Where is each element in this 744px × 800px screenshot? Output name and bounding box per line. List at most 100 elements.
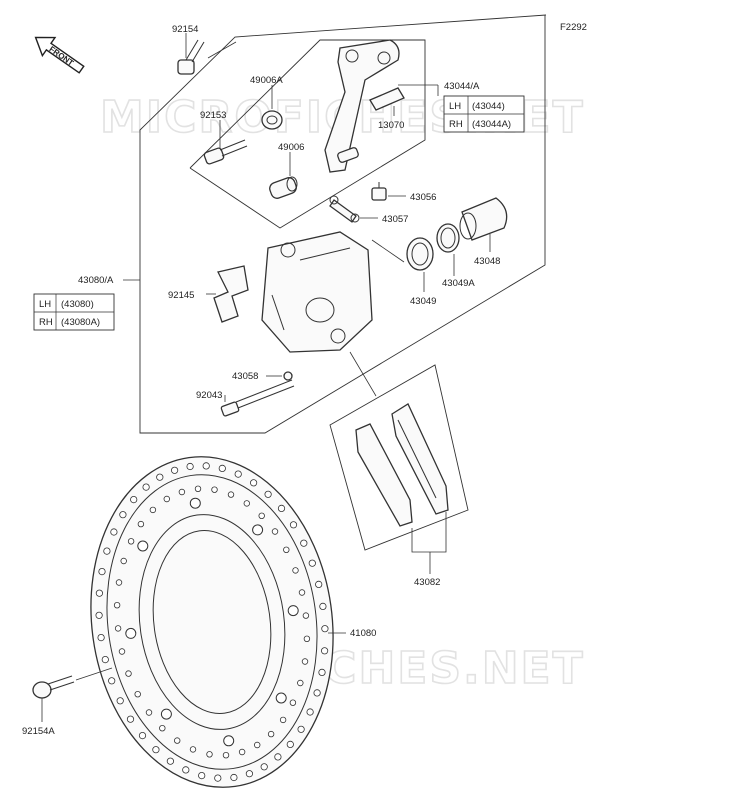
disc-vent-hole xyxy=(271,528,279,535)
disc-vent-hole xyxy=(277,504,286,512)
disc-vent-hole xyxy=(264,490,272,498)
disc-vent-hole xyxy=(115,579,123,586)
disc-mount-hole xyxy=(125,627,137,639)
leader-caliper-seal xyxy=(371,239,405,263)
disc-vent-hole xyxy=(113,602,121,609)
callout-92154: 92154 xyxy=(172,24,198,35)
disc-vent-hole xyxy=(145,709,153,716)
disc-vent-hole xyxy=(300,539,308,547)
disc-vent-hole xyxy=(308,559,316,567)
callout-41080: 41080 xyxy=(350,628,376,639)
disc-vent-hole xyxy=(318,668,326,677)
bushing-49006a-part xyxy=(261,110,283,130)
cap-43058-part xyxy=(283,371,293,381)
bracket-side-table: LH (43044) RH (43044A) xyxy=(443,95,525,133)
disc-vent-hole xyxy=(320,647,329,655)
disc-vent-hole xyxy=(149,506,157,514)
callout-49006a: 49006A xyxy=(250,75,283,86)
bolt-92154-part xyxy=(177,39,205,75)
disc-mount-hole xyxy=(160,708,172,720)
bracket-rh-part: (43044A) xyxy=(472,119,511,130)
disc-vent-hole xyxy=(302,612,310,619)
diagram-code: F2292 xyxy=(560,22,587,33)
disc-vent-hole xyxy=(313,689,321,697)
callout-92145: 92145 xyxy=(168,290,194,301)
seal-43049a-part xyxy=(436,223,460,253)
disc-vent-hole xyxy=(301,658,309,665)
disc-mount-hole xyxy=(223,735,235,747)
disc-vent-hole xyxy=(101,655,109,664)
disc-vent-hole xyxy=(120,557,127,565)
disc-vent-hole xyxy=(289,521,298,529)
disc-vent-hole xyxy=(108,677,116,685)
disc-vent-hole xyxy=(292,567,299,574)
callout-43057: 43057 xyxy=(382,214,408,225)
disc-vent-hole xyxy=(114,625,122,632)
disc-mount-hole xyxy=(252,524,264,536)
disc-vent-hole xyxy=(214,774,222,782)
callout-43082: 43082 xyxy=(414,577,440,588)
disc-vent-hole xyxy=(206,751,213,758)
disc-vent-hole xyxy=(254,741,261,749)
disc-vent-hole xyxy=(194,485,202,492)
disc-vent-hole xyxy=(297,725,305,733)
disc-vent-hole xyxy=(95,589,104,597)
callout-43056: 43056 xyxy=(410,192,436,203)
disc-vent-hole xyxy=(319,602,327,611)
bleeder-43056-part xyxy=(371,182,387,201)
pin-92043-part xyxy=(220,379,295,417)
disc-vent-hole xyxy=(245,770,253,778)
disc-vent-hole xyxy=(142,483,150,491)
plate-13070-part xyxy=(369,87,405,111)
disc-vent-hole xyxy=(250,479,258,487)
spring-92145-part xyxy=(213,265,249,323)
disc-vent-hole xyxy=(321,625,329,633)
disc-vent-hole xyxy=(238,748,246,756)
callout-43044a: 43044/A xyxy=(444,81,480,92)
disc-vent-hole xyxy=(134,691,141,698)
disc-vent-hole xyxy=(306,708,314,716)
disc-vent-hole xyxy=(211,486,218,493)
disc-vent-hole xyxy=(138,731,147,740)
disc-vent-hole xyxy=(103,547,111,555)
callout-43048: 43048 xyxy=(474,256,500,267)
disc-vent-hole xyxy=(274,753,282,761)
disc-vent-hole xyxy=(137,520,145,528)
bracket-group-frame xyxy=(189,39,426,229)
caliper-rh-part: (43080A) xyxy=(61,317,100,328)
caliper-side-table: LH (43080) RH (43080A) xyxy=(33,293,115,331)
disc-vent-hole xyxy=(152,746,160,754)
disc-vent-hole xyxy=(230,773,238,782)
disc-vent-hole xyxy=(202,462,210,470)
bracket-43044-part xyxy=(324,39,400,173)
disc-vent-hole xyxy=(110,528,118,536)
disc-vent-hole xyxy=(118,648,126,655)
disc-vent-hole xyxy=(303,635,311,642)
brake-pads-43082-part xyxy=(355,403,449,527)
disc-vent-hole xyxy=(119,511,127,519)
disc-vent-hole xyxy=(227,491,235,498)
callout-92043: 92043 xyxy=(196,390,222,401)
caliper-43080-part xyxy=(261,231,373,353)
front-direction-icon: FRONT xyxy=(34,36,85,74)
disc-vent-hole xyxy=(186,462,194,471)
disc-mount-hole xyxy=(287,605,299,617)
disc-mount-hole xyxy=(275,692,287,704)
disc-vent-hole xyxy=(182,766,190,774)
disc-vent-hole xyxy=(98,567,106,576)
disc-vent-hole xyxy=(222,752,230,759)
disc-vent-hole xyxy=(116,697,124,705)
disc-vent-hole xyxy=(260,763,268,771)
front-label: FRONT xyxy=(47,44,75,67)
disc-mount-hole xyxy=(189,497,201,509)
disc-vent-hole xyxy=(289,699,297,706)
caliper-lh-side: LH xyxy=(39,299,51,310)
pad-group-frame xyxy=(329,364,469,551)
disc-vent-hole xyxy=(258,512,265,519)
disc-vent-hole xyxy=(267,730,275,738)
disc-vent-hole xyxy=(298,589,306,596)
leader-92154-diag xyxy=(207,41,237,59)
disc-vent-hole xyxy=(125,670,132,677)
disc-vent-hole xyxy=(159,725,166,732)
seal-43049-part xyxy=(406,237,434,271)
